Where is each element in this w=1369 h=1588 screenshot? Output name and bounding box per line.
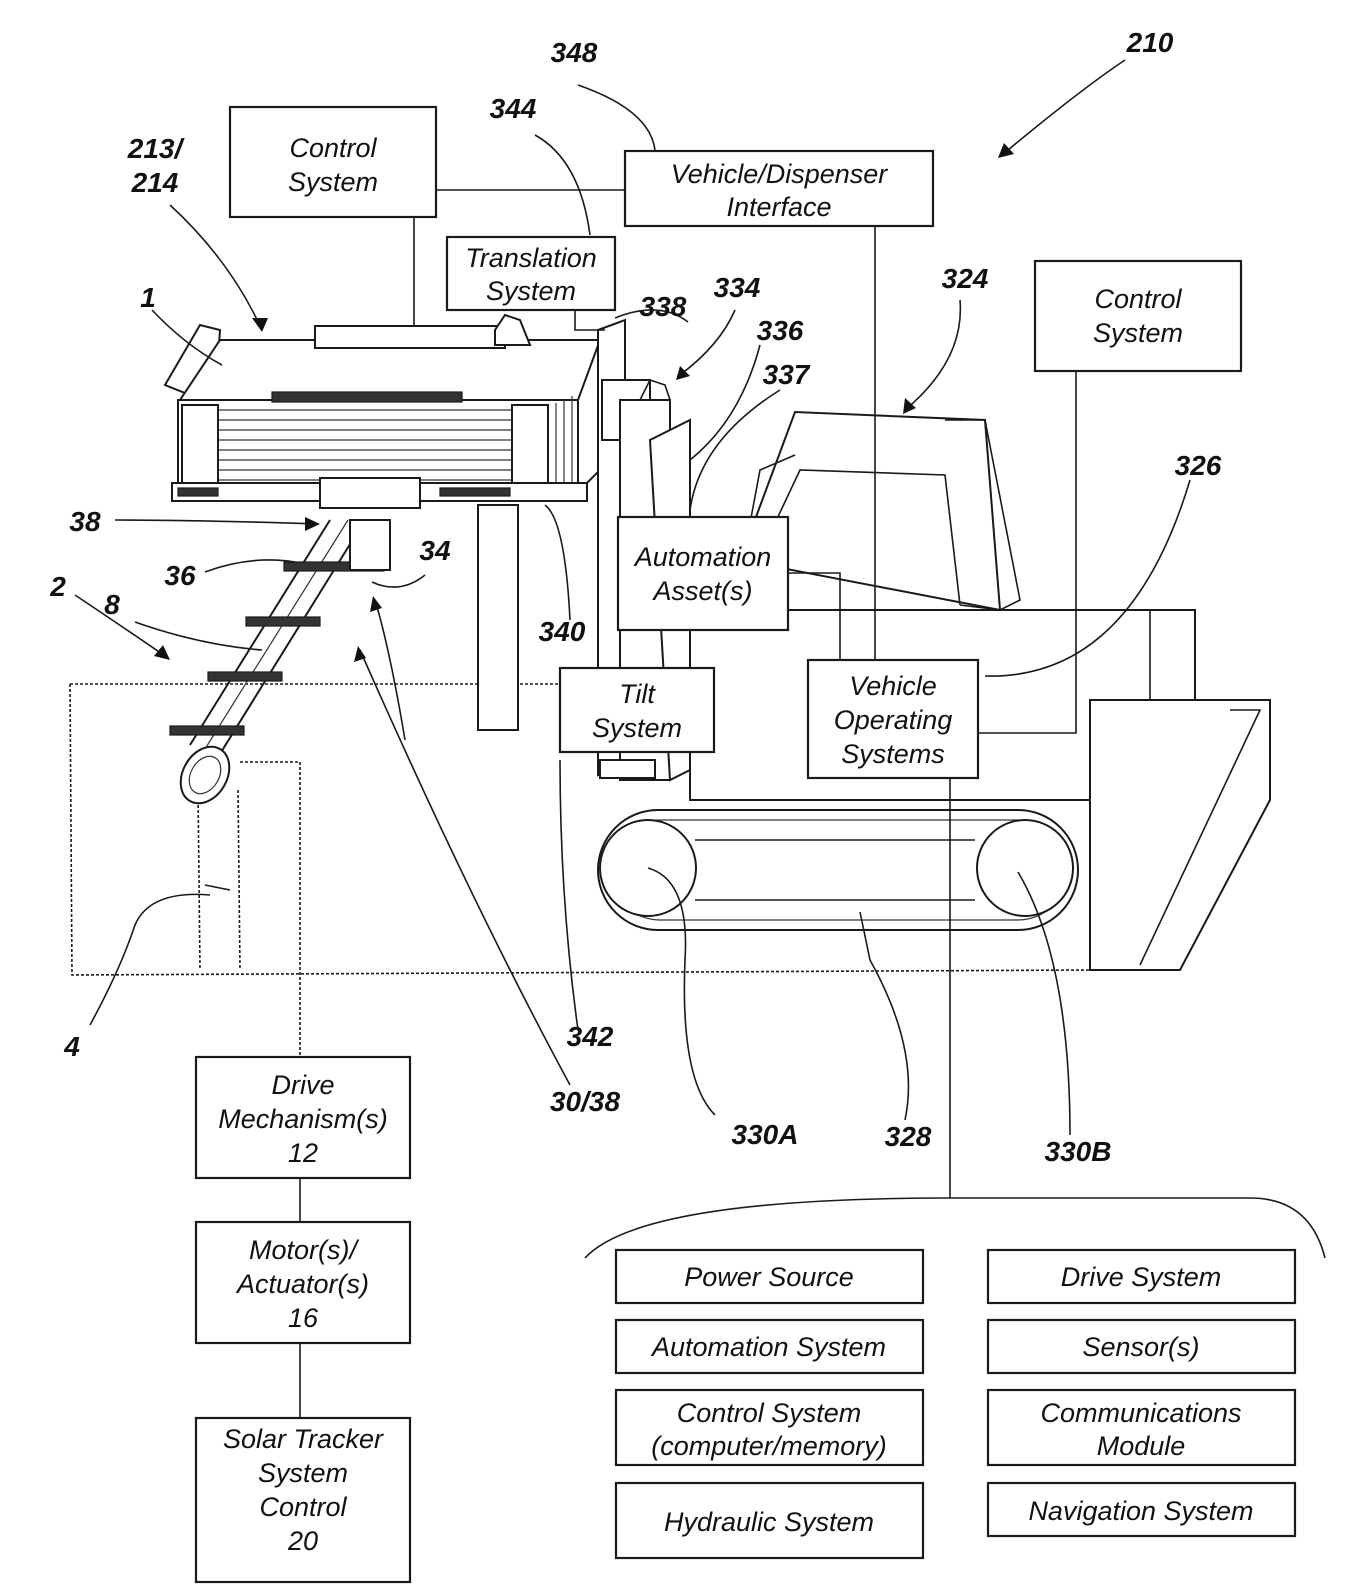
ref-4: 4 xyxy=(63,1031,80,1062)
box-vehicle-operating-systems-line3: Systems xyxy=(841,739,945,769)
ref-36: 36 xyxy=(164,560,196,591)
ref-330a: 330A xyxy=(732,1119,799,1150)
box-automation-system: Automation System xyxy=(616,1320,923,1373)
box-control-system-computer-line2: (computer/memory) xyxy=(651,1431,887,1461)
box-communications-module: Communications Module xyxy=(988,1390,1295,1465)
box-control-system-top: Control System xyxy=(230,107,436,217)
box-drive-system-label: Drive System xyxy=(1061,1262,1222,1292)
ref-38: 38 xyxy=(69,506,101,537)
box-control-system-top-line1: Control xyxy=(289,133,377,163)
ref-348: 348 xyxy=(551,37,598,68)
ref-344: 344 xyxy=(490,93,537,124)
box-power-source: Power Source xyxy=(616,1250,923,1303)
dispenser-magazine xyxy=(165,315,600,508)
box-navigation-system-label: Navigation System xyxy=(1028,1496,1253,1526)
box-drive-mechanisms-line3: 12 xyxy=(288,1138,318,1168)
box-control-system-right: Control System xyxy=(1035,261,1241,371)
box-control-system-computer: Control System (computer/memory) xyxy=(616,1390,923,1465)
box-vehicle-dispenser-interface-line1: Vehicle/Dispenser xyxy=(671,159,889,189)
ref-2: 2 xyxy=(49,571,66,602)
box-motors-actuators: Motor(s)/ Actuator(s) 16 xyxy=(196,1222,410,1343)
ref-326: 326 xyxy=(1175,450,1222,481)
box-translation-system-line2: System xyxy=(486,276,576,306)
box-automation-assets: Automation Asset(s) xyxy=(618,517,788,630)
torque-tube xyxy=(170,520,390,812)
box-solar-tracker-control-line3: Control xyxy=(259,1492,347,1522)
ref-336: 336 xyxy=(757,315,804,346)
ref-30-38: 30/38 xyxy=(550,1086,620,1117)
ref-210: 210 xyxy=(1126,27,1174,58)
box-automation-assets-line2: Asset(s) xyxy=(651,576,752,606)
box-vehicle-operating-systems-line2: Operating xyxy=(834,705,953,735)
box-solar-tracker-control-line1: Solar Tracker xyxy=(223,1424,384,1454)
box-motors-actuators-line2: Actuator(s) xyxy=(235,1269,369,1299)
box-hydraulic-system: Hydraulic System xyxy=(616,1483,923,1558)
box-sensors: Sensor(s) xyxy=(988,1320,1295,1373)
box-motors-actuators-line1: Motor(s)/ xyxy=(249,1235,359,1265)
box-tilt-system-line1: Tilt xyxy=(619,679,656,709)
ref-340: 340 xyxy=(539,616,586,647)
box-automation-system-label: Automation System xyxy=(650,1332,886,1362)
ref-34: 34 xyxy=(419,535,451,566)
box-translation-system: Translation System xyxy=(447,237,615,310)
box-sensors-label: Sensor(s) xyxy=(1082,1332,1199,1362)
box-hydraulic-system-label: Hydraulic System xyxy=(664,1507,874,1537)
box-vehicle-dispenser-interface-line2: Interface xyxy=(726,192,831,222)
box-solar-tracker-control: Solar Tracker System Control 20 xyxy=(196,1418,410,1582)
ref-324: 324 xyxy=(942,263,989,294)
ref-328: 328 xyxy=(885,1121,932,1152)
ref-337: 337 xyxy=(763,359,811,390)
box-drive-system: Drive System xyxy=(988,1250,1295,1303)
ref-8: 8 xyxy=(104,589,120,620)
ref-342: 342 xyxy=(567,1021,614,1052)
ref-214: 214 xyxy=(131,167,179,198)
box-control-system-right-line2: System xyxy=(1093,318,1183,348)
box-tilt-system: Tilt System xyxy=(560,668,714,752)
box-communications-module-line1: Communications xyxy=(1040,1398,1241,1428)
box-motors-actuators-line3: 16 xyxy=(288,1303,319,1333)
box-drive-mechanisms-line2: Mechanism(s) xyxy=(218,1104,388,1134)
box-navigation-system: Navigation System xyxy=(988,1483,1295,1536)
ref-330b: 330B xyxy=(1045,1136,1112,1167)
box-automation-assets-line1: Automation xyxy=(633,542,772,572)
ref-338: 338 xyxy=(640,291,687,322)
box-communications-module-line2: Module xyxy=(1097,1431,1186,1461)
ref-334: 334 xyxy=(714,272,761,303)
box-drive-mechanisms-line1: Drive xyxy=(271,1070,334,1100)
box-drive-mechanisms: Drive Mechanism(s) 12 xyxy=(196,1057,410,1178)
box-control-system-top-line2: System xyxy=(288,167,378,197)
box-vehicle-operating-systems-line1: Vehicle xyxy=(849,671,937,701)
box-solar-tracker-control-line4: 20 xyxy=(287,1526,318,1556)
box-solar-tracker-control-line2: System xyxy=(258,1458,348,1488)
box-translation-system-line1: Translation xyxy=(465,243,597,273)
box-vehicle-dispenser-interface: Vehicle/Dispenser Interface xyxy=(625,151,933,226)
tracker-post xyxy=(198,762,300,1057)
box-vehicle-operating-systems: Vehicle Operating Systems xyxy=(808,660,978,778)
box-control-system-right-line1: Control xyxy=(1094,284,1182,314)
box-power-source-label: Power Source xyxy=(684,1262,854,1292)
ref-213: 213/ xyxy=(127,133,186,164)
box-control-system-computer-line1: Control System xyxy=(677,1398,862,1428)
box-tilt-system-line2: System xyxy=(592,713,682,743)
ref-1: 1 xyxy=(140,282,156,313)
